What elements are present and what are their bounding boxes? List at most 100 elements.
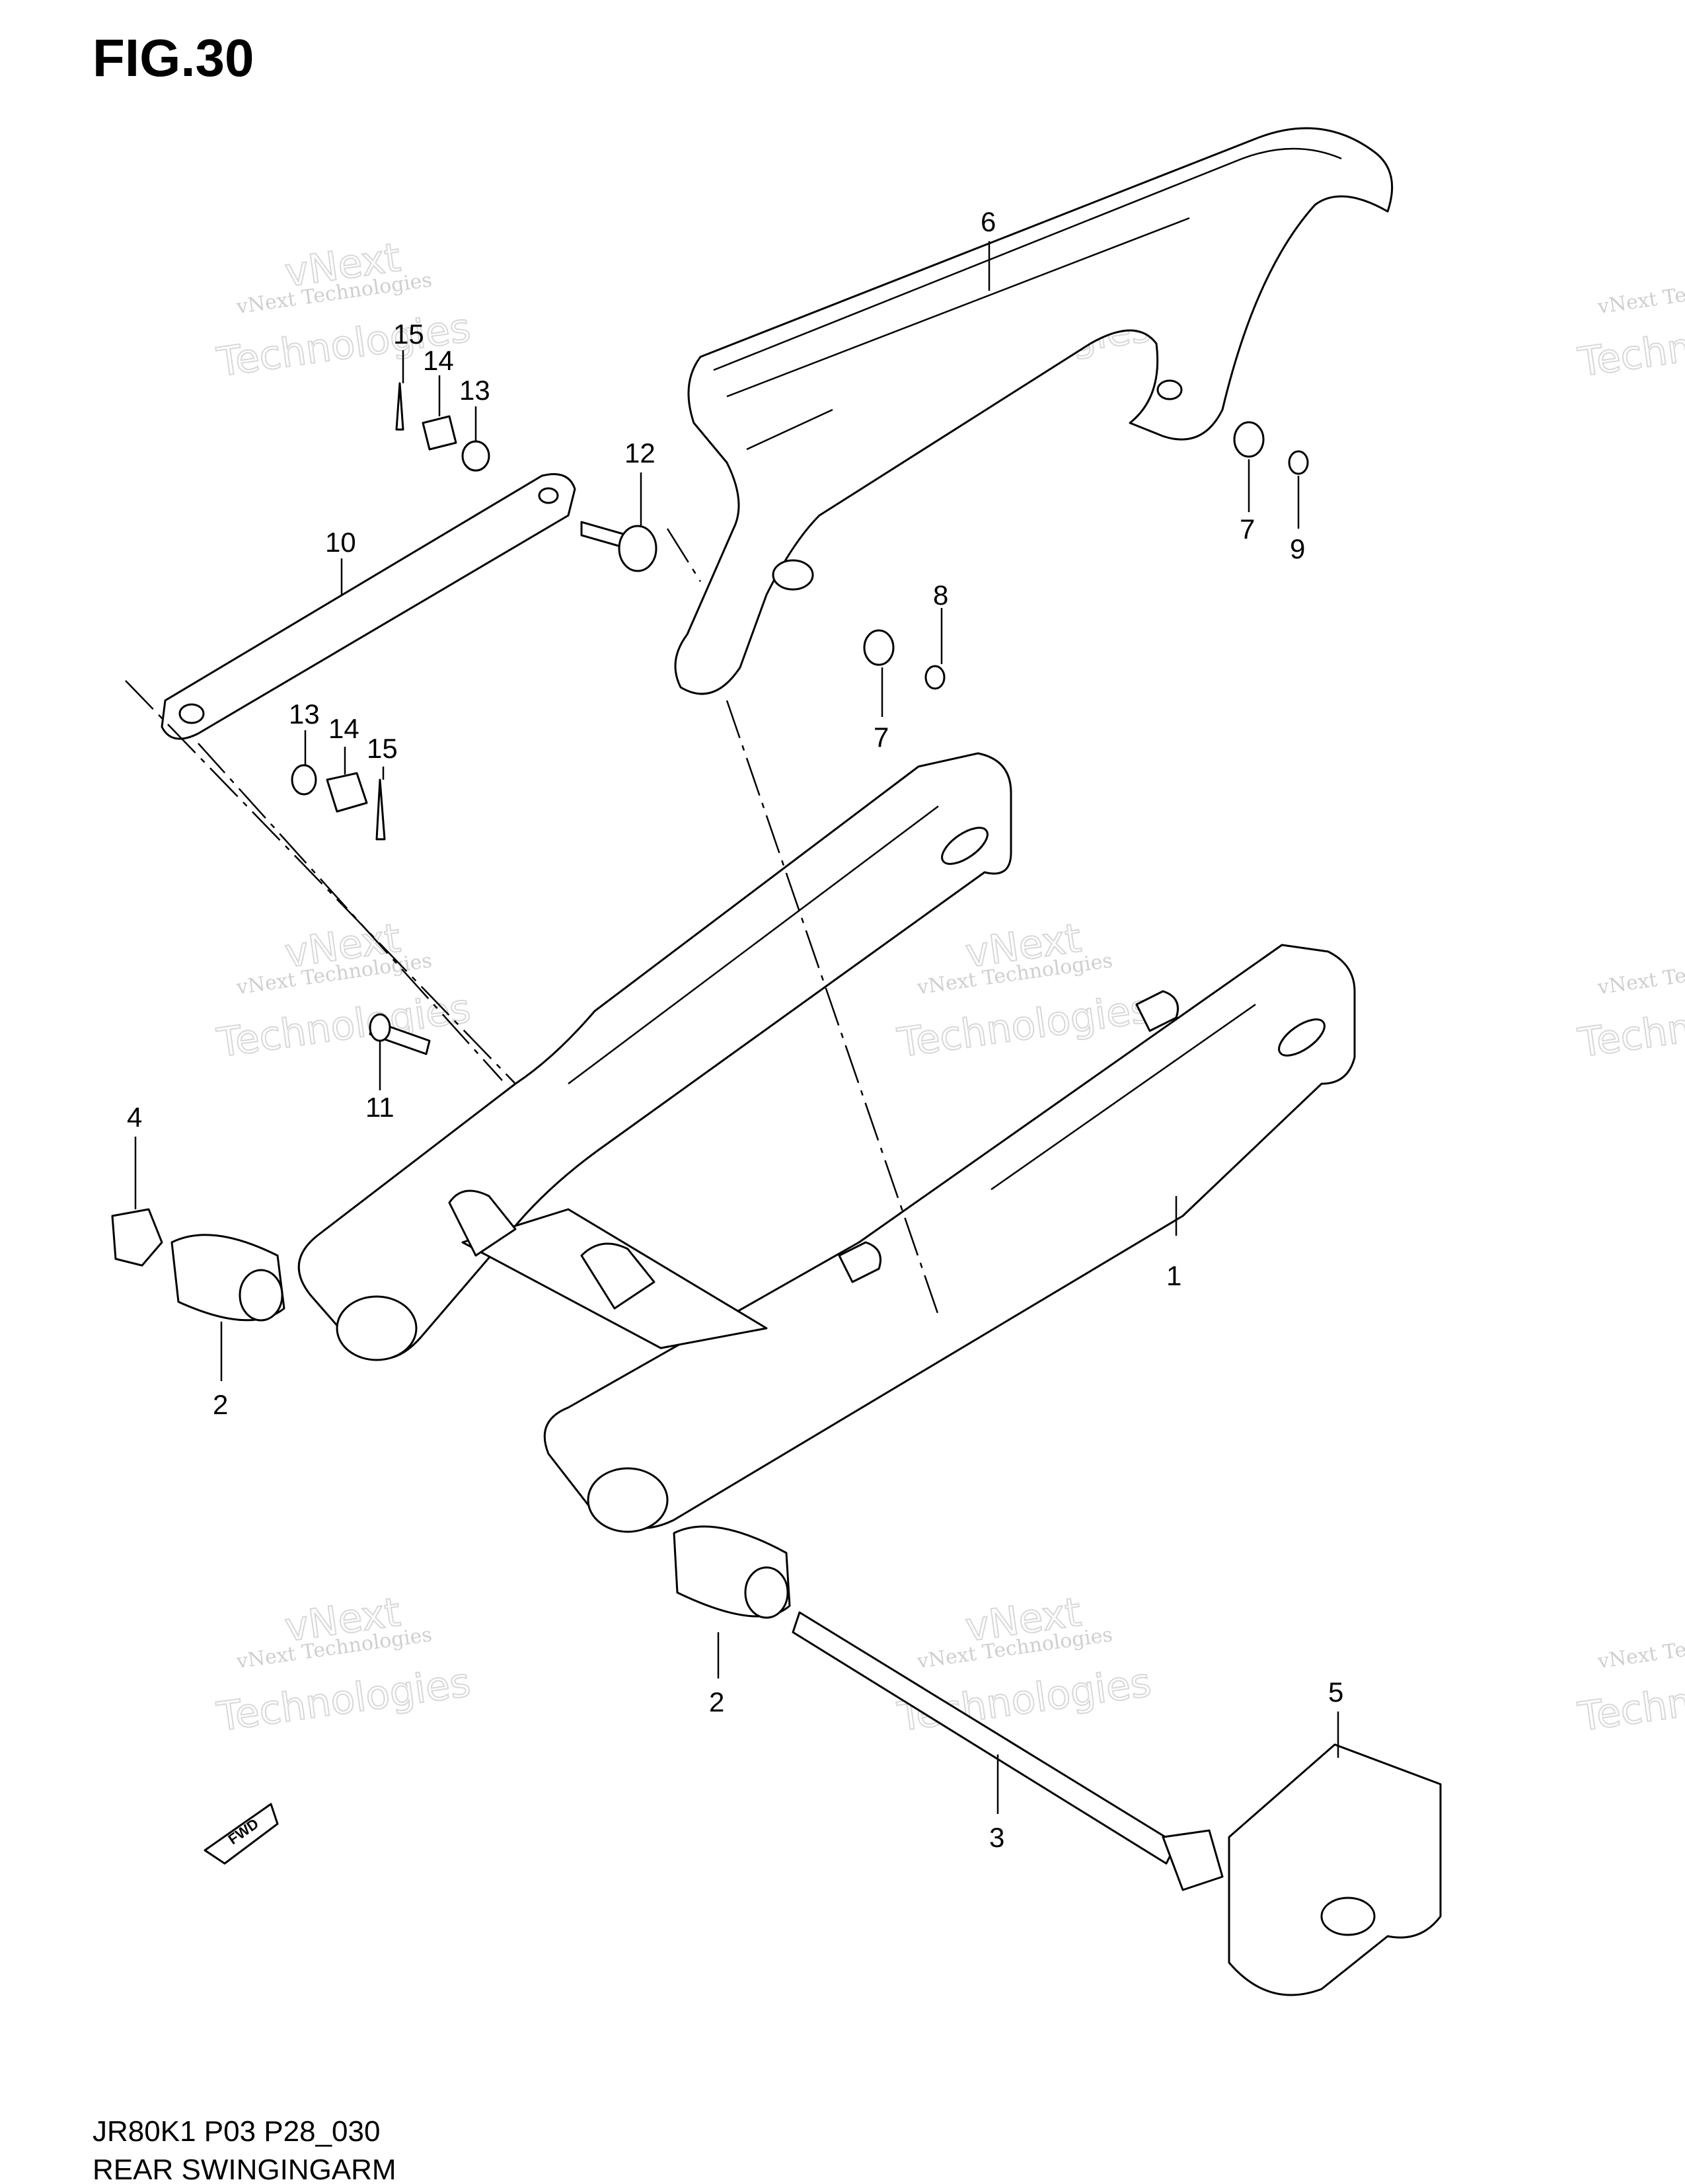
chain-case-mount-hole xyxy=(1156,379,1183,400)
part-bushing-lower xyxy=(673,1525,791,1619)
leader-lines xyxy=(134,241,1339,1814)
watermark-text: Technologies xyxy=(1575,1659,1685,1741)
callout-6: 6 xyxy=(981,206,996,237)
watermark: vNext Technologies vNext Technologies xyxy=(894,1589,1154,1741)
figure-code: JR80K1 P03 P28_030 xyxy=(93,2115,380,2148)
callout-7: 7 xyxy=(1240,513,1255,545)
callout-labels: 1 2 2 3 4 5 6 7 7 8 9 10 11 12 13 13 14 … xyxy=(127,206,1343,1853)
watermark-group: vNext Technologies vNext Technologies vN… xyxy=(213,234,1685,1741)
bushing-bore xyxy=(744,1566,789,1619)
part-chain-case xyxy=(674,127,1394,695)
watermark-text: Technologies xyxy=(214,1659,473,1741)
assembly-line xyxy=(125,680,516,1084)
nut xyxy=(111,1208,163,1267)
watermark: vNext Technologies vNext Technologies xyxy=(894,915,1154,1067)
fwd-arrow-icon xyxy=(204,1803,279,1865)
chain-case-edge xyxy=(726,217,1190,398)
watermark: vNext Technologies Technologies xyxy=(1575,1623,1685,1741)
assembly-line xyxy=(198,743,503,1081)
watermark: vNext Technologies Technologies xyxy=(1575,949,1685,1067)
bolt-head xyxy=(369,1013,391,1042)
watermark: vNext Technologies vNext Technologies xyxy=(213,915,474,1067)
shock-bracket xyxy=(448,1189,517,1257)
callout-9: 9 xyxy=(1290,533,1305,564)
callout-15: 15 xyxy=(367,733,398,764)
callout-14: 14 xyxy=(423,345,454,376)
axle-slot xyxy=(941,827,989,865)
callout-12: 12 xyxy=(624,437,655,469)
bolt-head xyxy=(618,525,657,572)
callout-13: 13 xyxy=(459,375,490,406)
cotter-pin xyxy=(375,778,386,841)
washer xyxy=(863,629,895,666)
swingarm-edge xyxy=(568,806,939,1084)
watermark-text: Technologies xyxy=(1575,305,1685,386)
screw xyxy=(1288,450,1309,475)
callout-3: 3 xyxy=(989,1822,1004,1853)
nut xyxy=(422,415,457,451)
callout-15: 15 xyxy=(393,319,424,350)
part-hardware-lower xyxy=(291,764,386,841)
shaft-nut xyxy=(1162,1829,1224,1891)
tab-bracket xyxy=(1135,990,1179,1032)
watermark: vNext Technologies vNext Technologies xyxy=(213,1589,474,1741)
chain-guide-body xyxy=(1228,1743,1442,1996)
chain-guide-hole xyxy=(1320,1897,1376,1936)
torque-link-hole xyxy=(178,703,205,724)
callout-10: 10 xyxy=(325,527,356,558)
callout-14: 14 xyxy=(328,713,359,744)
tab-bracket xyxy=(838,1241,881,1283)
watermark: vNext Technologies Technologies xyxy=(1575,268,1685,387)
chain-case-edge xyxy=(713,147,1342,371)
part-bolt-11 xyxy=(369,1013,431,1055)
bushing-bore xyxy=(239,1269,283,1322)
washer xyxy=(461,440,490,472)
swingarm-right-arm xyxy=(543,944,1356,1530)
watermark-text: Technologies xyxy=(895,985,1154,1067)
torque-link-hole xyxy=(538,487,559,504)
pivot-boss-right xyxy=(587,1467,669,1533)
assembly-line xyxy=(726,700,940,1316)
assembly-line xyxy=(666,528,702,582)
part-bolt-12 xyxy=(580,521,657,572)
callout-8: 8 xyxy=(933,580,948,611)
pivot-boss-left xyxy=(336,1295,418,1361)
watermark-text: Technologies xyxy=(1575,985,1685,1067)
part-chain-guide xyxy=(1228,1743,1442,1996)
figure-name: REAR SWINGINGARM xyxy=(93,2154,396,2181)
callout-5: 5 xyxy=(1328,1676,1343,1708)
nut xyxy=(326,772,368,813)
part-fasteners-7-8-9 xyxy=(863,421,1309,690)
washer xyxy=(291,764,317,796)
forward-direction-indicator: FWD xyxy=(204,1803,279,1865)
washer xyxy=(1233,421,1265,458)
chain-case-edge xyxy=(746,408,833,451)
part-hardware-upper xyxy=(395,382,490,472)
part-nut-4 xyxy=(111,1208,163,1267)
callout-1: 1 xyxy=(1166,1260,1181,1291)
callout-2: 2 xyxy=(709,1686,724,1717)
watermark-text: Technologies xyxy=(214,985,473,1067)
cotter-pin xyxy=(395,382,404,431)
chain-case-body xyxy=(674,127,1394,695)
watermark-text: vNext Technologies xyxy=(1596,1623,1685,1673)
assembly-lines xyxy=(125,528,940,1316)
torque-link-body xyxy=(161,473,576,740)
axle-slot xyxy=(1278,1018,1326,1057)
figure-title: FIG.30 xyxy=(93,28,254,87)
part-swingarm xyxy=(297,752,1356,1533)
part-bushing-upper xyxy=(170,1234,285,1322)
callout-4: 4 xyxy=(127,1102,142,1133)
watermark-text: vNext Technologies xyxy=(1596,949,1685,999)
part-torque-link xyxy=(161,473,576,740)
part-pivot-shaft xyxy=(792,1611,1224,1891)
callout-13: 13 xyxy=(289,698,320,730)
shock-bracket xyxy=(580,1242,655,1310)
callout-7: 7 xyxy=(874,722,889,753)
watermark-text: vNext Technologies xyxy=(1596,268,1685,319)
callout-2: 2 xyxy=(213,1389,228,1420)
shaft-body xyxy=(792,1611,1178,1865)
screw xyxy=(924,665,946,690)
